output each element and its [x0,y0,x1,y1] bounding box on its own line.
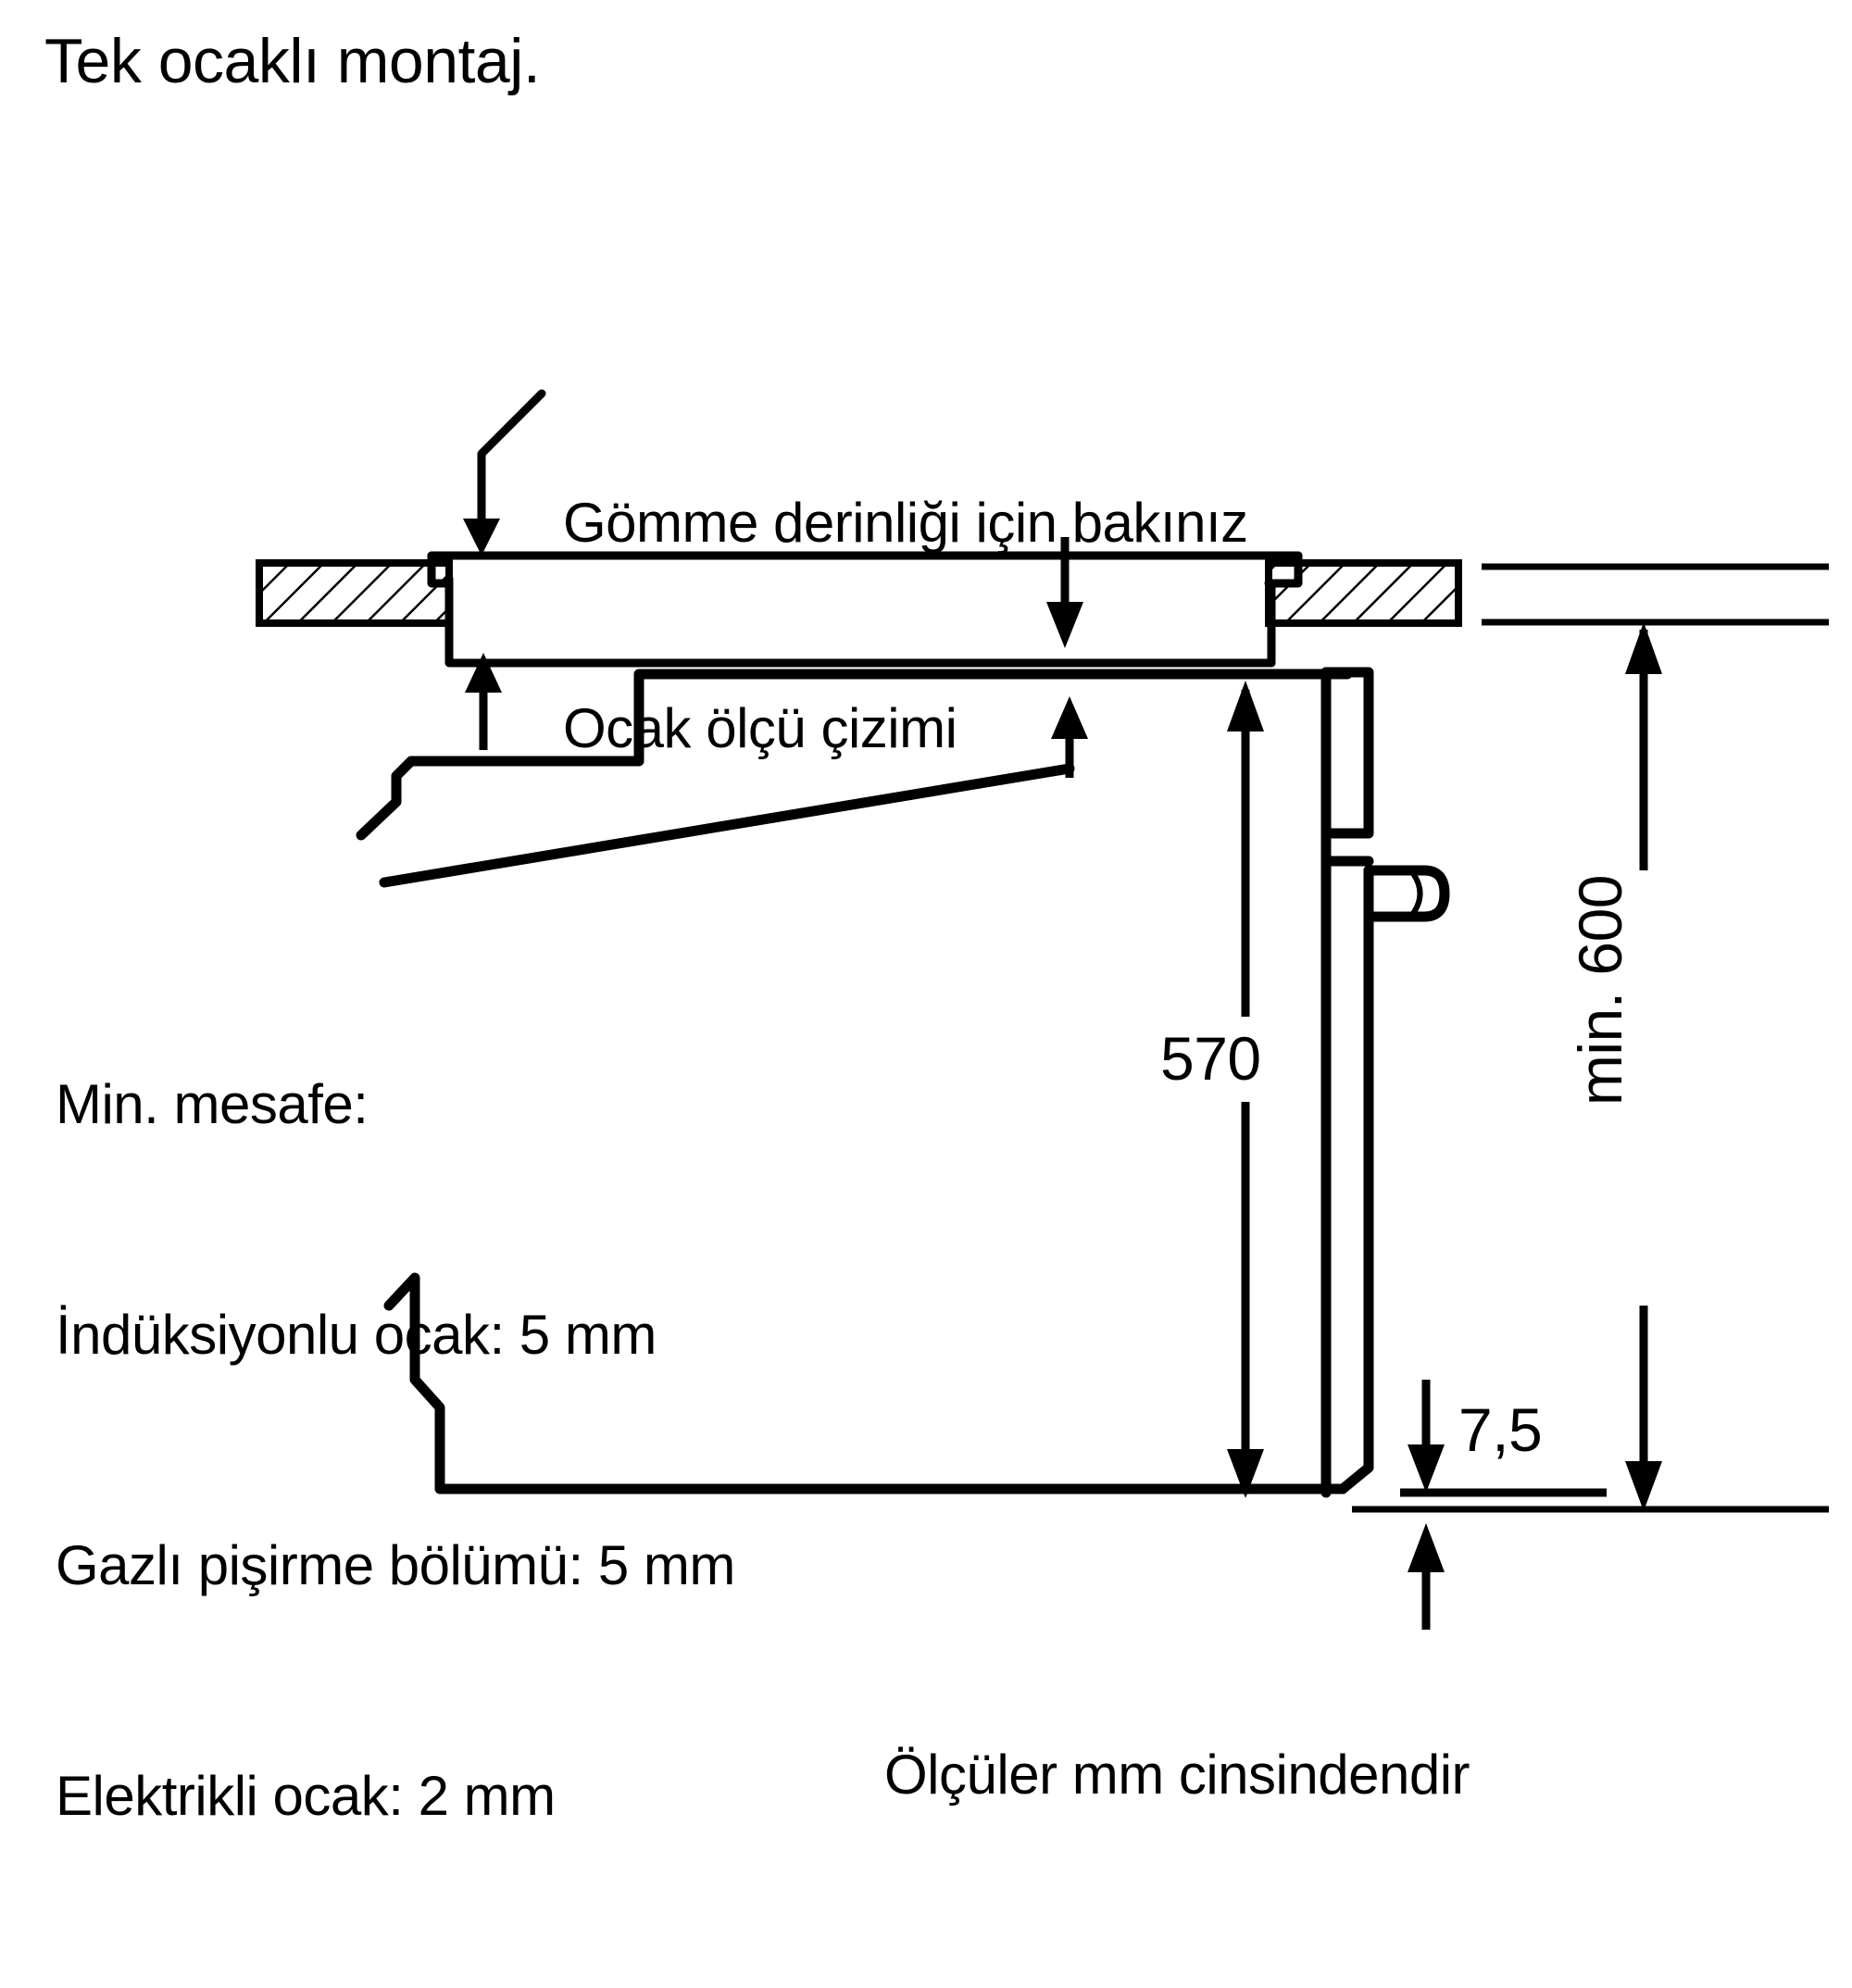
hob-recess-body [444,574,1276,668]
oven-control-knob [1363,865,1450,922]
dimension-min600-arrow-bottom [1625,1461,1662,1511]
oven-knob-edge-highlight [1409,869,1423,918]
dimension-75-arrow-head-bottom [1408,1523,1445,1572]
dimension-75-arrow-head-top [1408,1444,1445,1493]
hob-depth-arrow [1046,537,1083,648]
oven-top-profile [356,669,1353,841]
hob-note-leader [463,389,546,556]
dimension-570-arrow-top [1227,681,1264,731]
oven-bottom-profile [383,1272,1348,1494]
min-clearance-note: Min. mesafe: İndüksiyonlu ocak: 5 mm Gaz… [56,912,735,1988]
hob-depth-note: Gömme derinliği için bakınız Ocak ölçü ç… [563,352,1248,900]
min-clearance-arrow [465,653,502,750]
hob-note-leader-line [477,389,546,523]
oven-top-trim-line [379,763,1075,888]
units-footer-note: Ölçüler mm cinsindendir [884,1744,1470,1806]
technical-drawing-svg [256,389,1829,1630]
min-clearance-induction: İndüksiyonlu ocak: 5 mm [56,1304,657,1366]
min-clearance-arrow-head [465,653,502,693]
oven-top-clearance-head [1051,696,1088,739]
dimension-570-arrow-bottom [1227,1449,1264,1498]
oven-top-clearance-arrow [1051,696,1088,778]
dimension-label-570: 570 [1160,1024,1261,1093]
oven-door-front [1320,667,1450,1498]
hob-depth-note-line-1: Gömme derinliği için bakınız [563,492,1248,554]
oven-door-ledge [1320,828,1374,867]
dimension-label-min600: min. 600 [1566,875,1634,1107]
hob-right-flange [1264,551,1303,588]
hob-left-flange [427,551,454,588]
page-title: Tek ocaklı montaj. [44,26,541,96]
min-clearance-heading: Min. mesafe: [56,1073,369,1135]
hob-outline [427,551,1303,668]
dimension-min600 [1352,563,1829,1513]
worktop-left-slab [256,559,453,627]
oven-door-lower-face [1337,911,1374,1494]
min-clearance-gas: Gazlı pişirme bölümü: 5 mm [56,1534,735,1596]
hob-depth-arrow-head [1046,602,1083,648]
min-clearance-electric: Elektrikli ocak: 2 mm [56,1765,556,1827]
installation-diagram: Tek ocaklı montaj. Gömme derinliği için … [44,26,1829,1827]
dimension-min600-arrow-top [1625,622,1662,674]
dimension-label-75: 7,5 [1458,1395,1543,1464]
oven-body-outline [356,669,1353,1494]
hob-note-leader-arrowhead [463,519,500,556]
dimension-570 [1156,681,1295,1498]
oven-door-upper-section [1320,667,1374,839]
dimension-min600-label-mask [1602,870,1690,1306]
dimension-570-label-mask [1156,1017,1295,1102]
hob-depth-note-line-2: Ocak ölçü çizimi [563,697,957,759]
dimension-75 [1400,1380,1607,1630]
